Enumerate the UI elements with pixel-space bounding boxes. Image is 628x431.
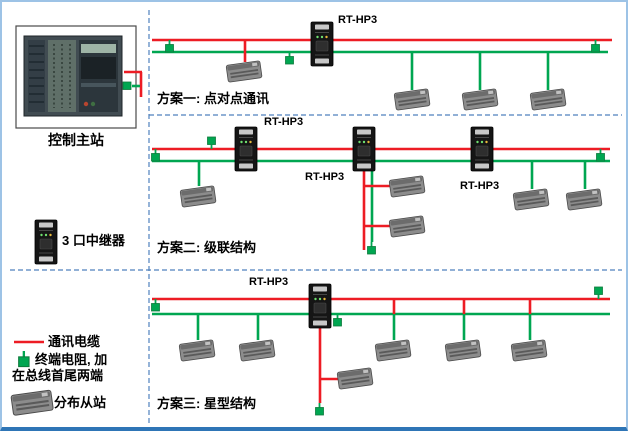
slave-station bbox=[178, 339, 216, 362]
scheme3-caption: 方案三: 星型结构 bbox=[157, 396, 256, 411]
plc-led-red bbox=[83, 101, 89, 107]
plc-label-strip bbox=[81, 44, 116, 53]
repeater-device-sample bbox=[34, 219, 58, 265]
terminating-resistor bbox=[122, 81, 132, 90]
legend-resistor-label-line2: 在总线首尾两端 bbox=[12, 368, 104, 383]
terminating-resistor bbox=[332, 313, 343, 327]
plc-hole-columns bbox=[53, 44, 71, 108]
terminating-resistor bbox=[150, 298, 161, 312]
repeater-rt-hp3 bbox=[308, 283, 332, 329]
plc-vent-lines bbox=[29, 45, 44, 103]
slave-station bbox=[336, 367, 374, 390]
scheme2-repeater2-label: RT-HP3 bbox=[305, 171, 345, 183]
legend-resistor-icon bbox=[17, 349, 31, 368]
master-station-figure bbox=[15, 25, 137, 129]
terminating-resistor bbox=[164, 39, 175, 53]
slave-station bbox=[529, 88, 567, 111]
repeater-sample-label: 3 口中继器 bbox=[62, 233, 125, 248]
slave-station bbox=[388, 175, 426, 198]
legend-icons bbox=[10, 340, 54, 417]
repeater-rt-hp3 bbox=[352, 126, 376, 172]
terminating-resistor bbox=[150, 148, 161, 162]
plc-slot bbox=[81, 83, 116, 87]
repeater-rt-hp3 bbox=[234, 126, 258, 172]
scheme3-figure bbox=[150, 283, 610, 416]
scheme2-repeater1-label: RT-HP3 bbox=[264, 116, 304, 128]
legend-slave-label: 分布从站 bbox=[54, 395, 107, 410]
terminating-resistor bbox=[366, 241, 377, 255]
slave-station bbox=[238, 339, 276, 362]
legend-resistor-label-line1: 终端电阻, 加 bbox=[35, 352, 108, 367]
slave-station bbox=[461, 88, 499, 111]
plc-led-green bbox=[90, 101, 96, 107]
repeater-rt-hp3 bbox=[470, 126, 494, 172]
scheme2-figure bbox=[150, 126, 610, 255]
slave-station bbox=[444, 339, 482, 362]
legend-cable-label: 通讯电缆 bbox=[48, 334, 101, 349]
terminating-resistor bbox=[595, 148, 606, 162]
slave-station bbox=[374, 339, 412, 362]
scheme1-repeater-label: RT-HP3 bbox=[338, 14, 378, 26]
slave-station bbox=[388, 215, 426, 238]
legend-slave-icon bbox=[10, 389, 54, 417]
slave-station bbox=[510, 339, 548, 362]
plc-display bbox=[81, 57, 116, 79]
scheme2-caption: 方案二: 级联结构 bbox=[157, 240, 256, 255]
slave-station bbox=[225, 60, 263, 83]
slave-station bbox=[393, 88, 431, 111]
plc-vent-block bbox=[28, 40, 45, 112]
scheme1-figure bbox=[152, 21, 612, 111]
terminating-resistor bbox=[593, 286, 604, 300]
master-station-label: 控制主站 bbox=[48, 132, 104, 148]
terminating-resistor bbox=[284, 51, 295, 65]
terminating-resistor bbox=[206, 136, 217, 150]
scheme1-caption: 方案一: 点对点通讯 bbox=[157, 91, 269, 106]
scheme2-repeater3-label: RT-HP3 bbox=[460, 180, 500, 192]
terminating-resistor bbox=[314, 402, 325, 416]
repeater-rt-hp3 bbox=[310, 21, 334, 67]
master-connection bbox=[122, 70, 143, 97]
terminating-resistor bbox=[590, 39, 601, 53]
slave-station bbox=[179, 185, 217, 208]
scheme3-repeater-label: RT-HP3 bbox=[249, 276, 289, 288]
slave-station bbox=[512, 188, 550, 211]
slave-station bbox=[565, 188, 603, 211]
